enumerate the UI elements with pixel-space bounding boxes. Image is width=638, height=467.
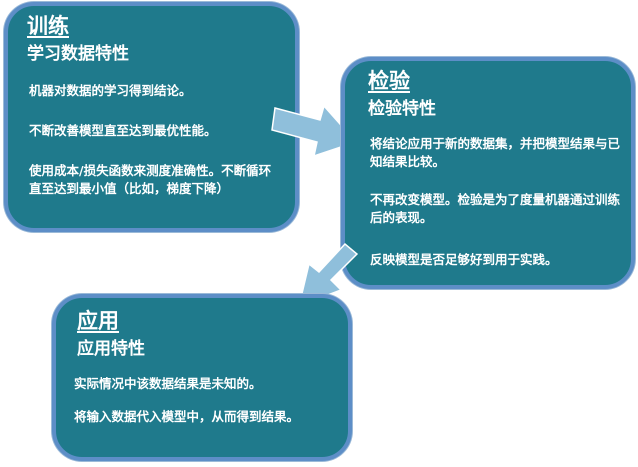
arrow-right-down-shape [271, 104, 358, 158]
application-title: 应用 [77, 309, 119, 333]
training-point-2: 不断改善模型直至达到最优性能。 [29, 123, 217, 138]
arrow-left-down-shape [297, 242, 359, 308]
testing-point-3: 反映模型是否足够好到用于实践。 [370, 252, 558, 267]
testing-title: 检验 [368, 69, 410, 93]
arrow-right-down-icon [271, 104, 358, 158]
training-box: 训练 学习数据特性 机器对数据的学习得到结论。 不断改善模型直至达到最优性能。 … [4, 2, 299, 232]
training-title: 训练 [27, 14, 69, 38]
testing-point-1: 将结论应用于新的数据集，并把模型结果与已知结果比较。 [370, 136, 621, 169]
application-point-2: 将输入数据代入模型中，从而得到结果。 [74, 409, 300, 424]
arrow-left-down-icon [297, 242, 359, 308]
testing-point-2: 不再改变模型。检验是为了度量机器通过训练后的表现。 [370, 192, 621, 225]
application-box: 应用 应用特性 实际情况中该数据结果是未知的。 将输入数据代入模型中，从而得到结… [52, 294, 352, 461]
application-point-1: 实际情况中该数据结果是未知的。 [74, 376, 262, 391]
testing-box: 检验 检验特性 将结论应用于新的数据集，并把模型结果与已知结果比较。 不再改变模… [341, 57, 635, 289]
training-point-3: 使用成本/损失函数来测度准确性。不断循环直至达到最小值（比如，梯度下降） [29, 163, 272, 196]
application-subtitle: 应用特性 [77, 339, 145, 359]
training-subtitle: 学习数据特性 [27, 44, 129, 64]
training-point-1: 机器对数据的学习得到结论。 [29, 83, 192, 98]
testing-subtitle: 检验特性 [368, 99, 436, 119]
